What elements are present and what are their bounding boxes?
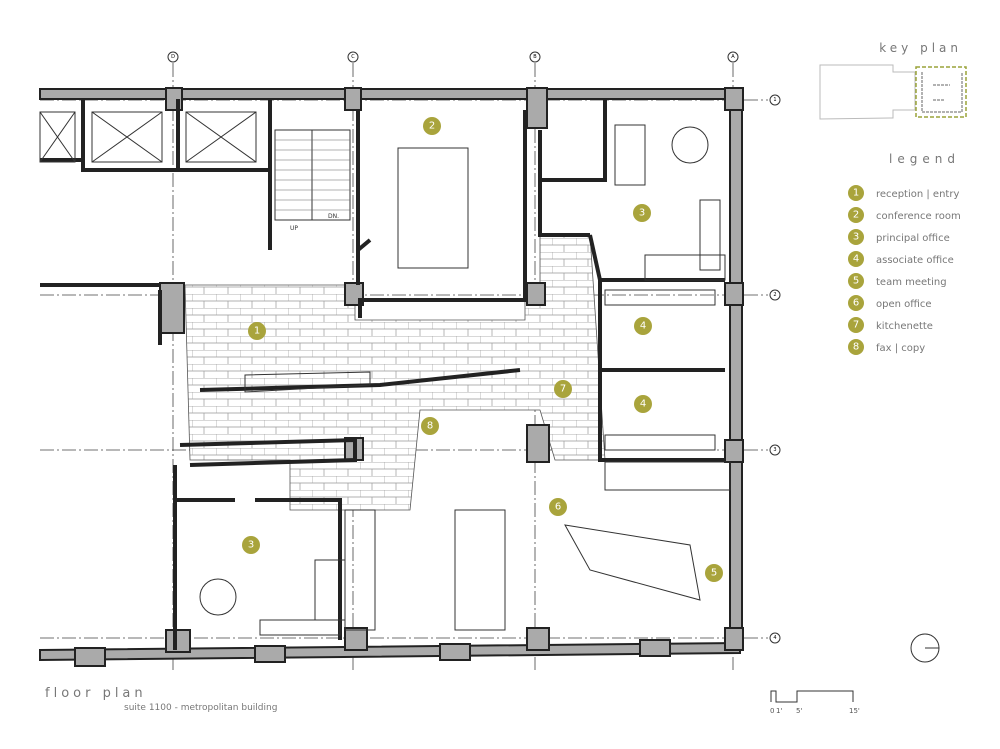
room-badge-open-office: 6 xyxy=(549,498,567,516)
room-badge-principal-office: 3 xyxy=(633,204,651,222)
drawing-subtitle: suite 1100 - metropolitan building xyxy=(124,703,277,713)
legend-item: 4 associate office xyxy=(848,251,954,267)
stairs: UP DN. xyxy=(274,129,351,232)
svg-text:3: 3 xyxy=(853,232,859,243)
stair-up-label: UP xyxy=(290,225,298,232)
legend-item: 8 fax | copy xyxy=(848,339,925,355)
north-arrow-icon xyxy=(910,633,940,663)
grid-label: D xyxy=(171,54,175,60)
stair-down-label: DN. xyxy=(328,213,339,220)
svg-text:principal office: principal office xyxy=(876,233,950,244)
grid-label: A xyxy=(731,54,735,60)
interior-walls xyxy=(40,99,725,650)
key-plan-title: key plan xyxy=(879,41,962,55)
room-badge-kitchenette: 7 xyxy=(554,380,572,398)
room-badge-fax-copy: 8 xyxy=(421,417,439,435)
key-plan: key plan xyxy=(819,41,967,120)
svg-text:3: 3 xyxy=(639,208,645,219)
svg-text:2: 2 xyxy=(853,210,859,221)
svg-text:team meeting: team meeting xyxy=(876,277,947,288)
grid-label: B xyxy=(533,54,537,60)
legend-item: 5 team meeting xyxy=(848,273,947,289)
room-badge-associate-office: 4 xyxy=(634,317,652,335)
svg-text:15': 15' xyxy=(849,707,860,715)
legend-item: 3 principal office xyxy=(848,229,950,245)
svg-text:1: 1 xyxy=(254,326,260,337)
grid-label: 4 xyxy=(773,635,776,641)
elevator-shafts xyxy=(39,111,257,163)
svg-text:8: 8 xyxy=(853,342,859,353)
svg-text:6: 6 xyxy=(853,298,859,309)
drawing-title: floor plan xyxy=(45,686,147,701)
grid-row-bubbles: 1 2 3 4 xyxy=(769,94,781,644)
svg-text:fax | copy: fax | copy xyxy=(876,343,925,354)
svg-text:0: 0 xyxy=(770,707,774,715)
room-badges: 1 2 3 4 4 5 6 7 8 3 xyxy=(242,117,723,582)
legend-item: 7 kitchenette xyxy=(848,317,933,333)
svg-text:1: 1 xyxy=(853,188,859,199)
room-badge-associate-office: 4 xyxy=(634,395,652,413)
svg-text:reception | entry: reception | entry xyxy=(876,189,959,200)
legend-title: legend xyxy=(889,152,960,166)
legend-item: 2 conference room xyxy=(848,207,961,223)
svg-text:4: 4 xyxy=(640,399,646,410)
grid-label: 1 xyxy=(773,97,776,103)
legend: legend 1 reception | entry 2 conference ro… xyxy=(848,152,961,355)
svg-text:conference room: conference room xyxy=(876,211,961,222)
room-badge-reception: 1 xyxy=(248,322,266,340)
svg-text:2: 2 xyxy=(429,121,435,132)
svg-text:7: 7 xyxy=(853,320,859,331)
legend-item: 6 open office xyxy=(848,295,932,311)
room-badge-principal-office: 3 xyxy=(242,536,260,554)
svg-text:open office: open office xyxy=(876,299,932,310)
room-badge-conference: 2 xyxy=(423,117,441,135)
brick-floor xyxy=(184,234,606,511)
svg-text:associate office: associate office xyxy=(876,255,954,266)
room-badge-team-meeting: 5 xyxy=(705,564,723,582)
svg-text:5: 5 xyxy=(711,568,717,579)
furniture xyxy=(199,124,731,636)
grid-label: 2 xyxy=(773,292,776,298)
svg-text:5: 5 xyxy=(853,276,859,287)
svg-text:8: 8 xyxy=(427,421,433,432)
svg-text:5': 5' xyxy=(796,707,802,715)
grid-label: C xyxy=(351,54,355,60)
svg-text:kitchenette: kitchenette xyxy=(876,321,933,332)
svg-text:6: 6 xyxy=(555,502,561,513)
grid-column-bubbles: D C B A xyxy=(167,51,739,63)
svg-text:4: 4 xyxy=(640,321,646,332)
grid-label: 3 xyxy=(773,447,776,453)
legend-item: 1 reception | entry xyxy=(848,185,959,201)
svg-text:4: 4 xyxy=(853,254,859,265)
svg-text:3: 3 xyxy=(248,540,254,551)
svg-text:1': 1' xyxy=(776,707,782,715)
scale-bar: 0 1' 5' 15' xyxy=(770,690,860,715)
svg-text:7: 7 xyxy=(560,384,566,395)
